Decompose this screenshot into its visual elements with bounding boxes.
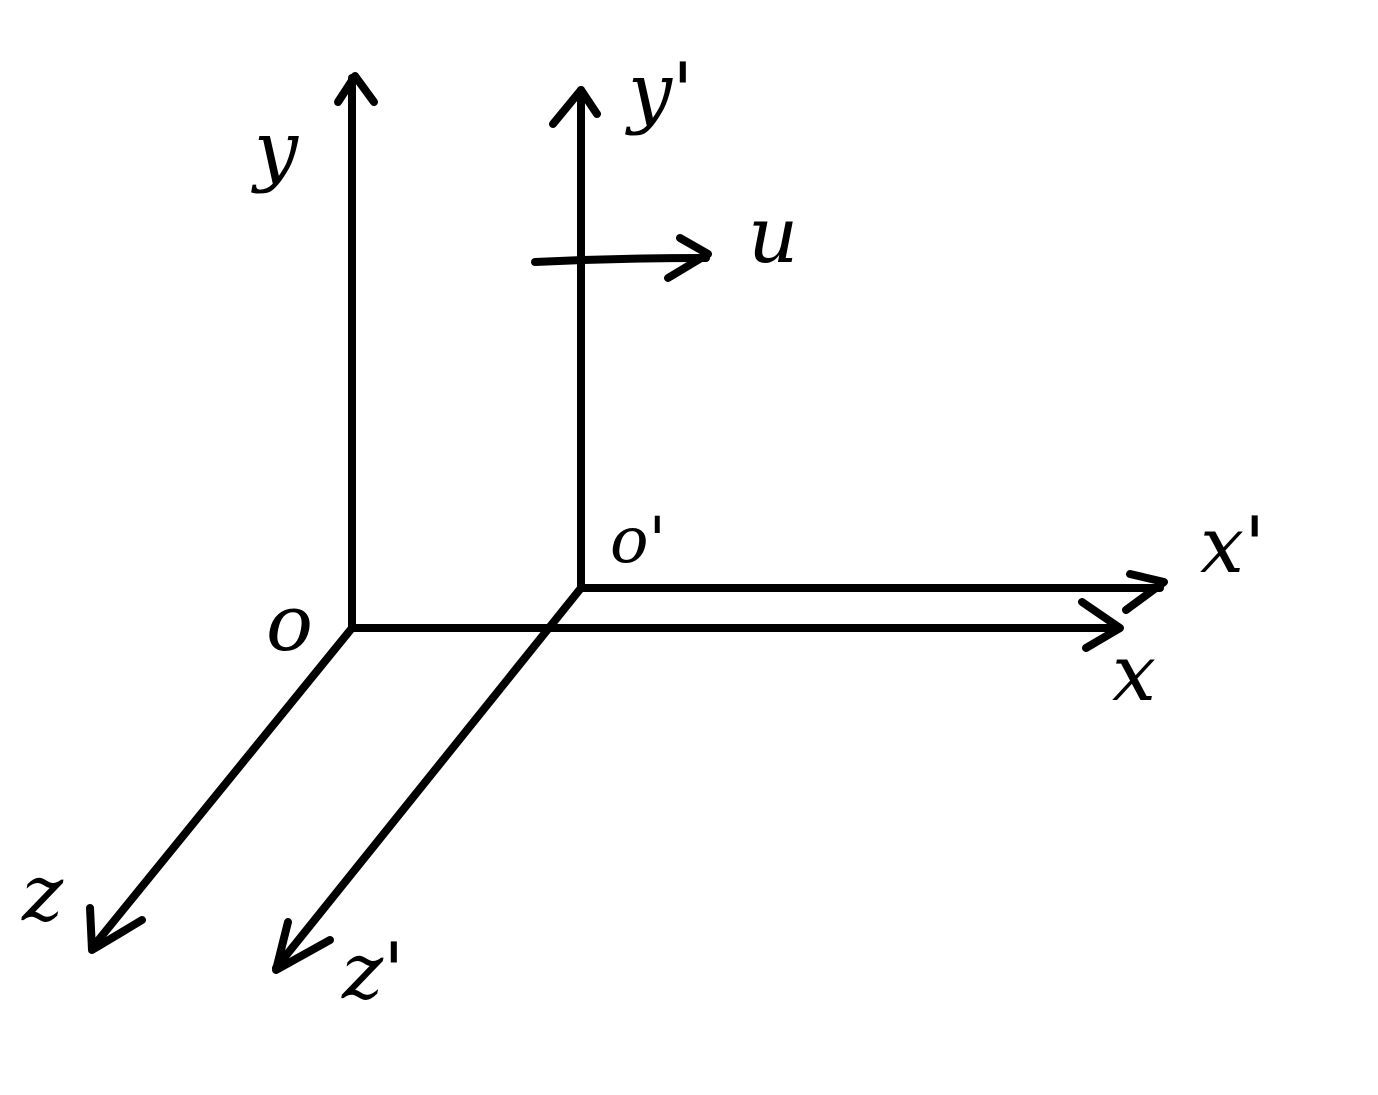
velocity-arrow-head bbox=[664, 234, 712, 282]
velocity-arrow bbox=[531, 234, 712, 282]
frame-s-prime-x-arrowhead bbox=[1122, 570, 1168, 614]
frame-s-z-arrowhead bbox=[86, 904, 146, 954]
frame-s-y-arrowhead bbox=[334, 72, 378, 106]
frame-s-z-axis bbox=[88, 624, 356, 952]
velocity-arrow-shaft bbox=[531, 254, 710, 266]
frame-s-prime-y-arrowhead bbox=[549, 86, 601, 128]
frame-s-prime-x-label: x' bbox=[1200, 501, 1265, 591]
velocity-label: u bbox=[748, 191, 798, 281]
frame-s-prime bbox=[272, 86, 1168, 974]
frame-s-prime-z-arrowhead bbox=[272, 918, 334, 974]
frame-s-origin-label: o bbox=[266, 579, 313, 669]
frame-s-x-arrowhead bbox=[1078, 598, 1124, 652]
frame-s-x-label: x bbox=[1112, 629, 1156, 719]
frame-s-y-label: y bbox=[251, 105, 299, 195]
frame-s-z-label: z bbox=[21, 849, 64, 939]
frame-s bbox=[86, 72, 1124, 954]
frame-s-prime-z-axis bbox=[272, 584, 585, 972]
labels: y o x z y' o' x' z' u bbox=[21, 47, 1265, 1017]
frame-s-prime-origin-label: o' bbox=[610, 504, 666, 578]
frame-s-prime-y-label: y' bbox=[625, 47, 694, 137]
frame-s-prime-z-label: z' bbox=[341, 927, 405, 1017]
